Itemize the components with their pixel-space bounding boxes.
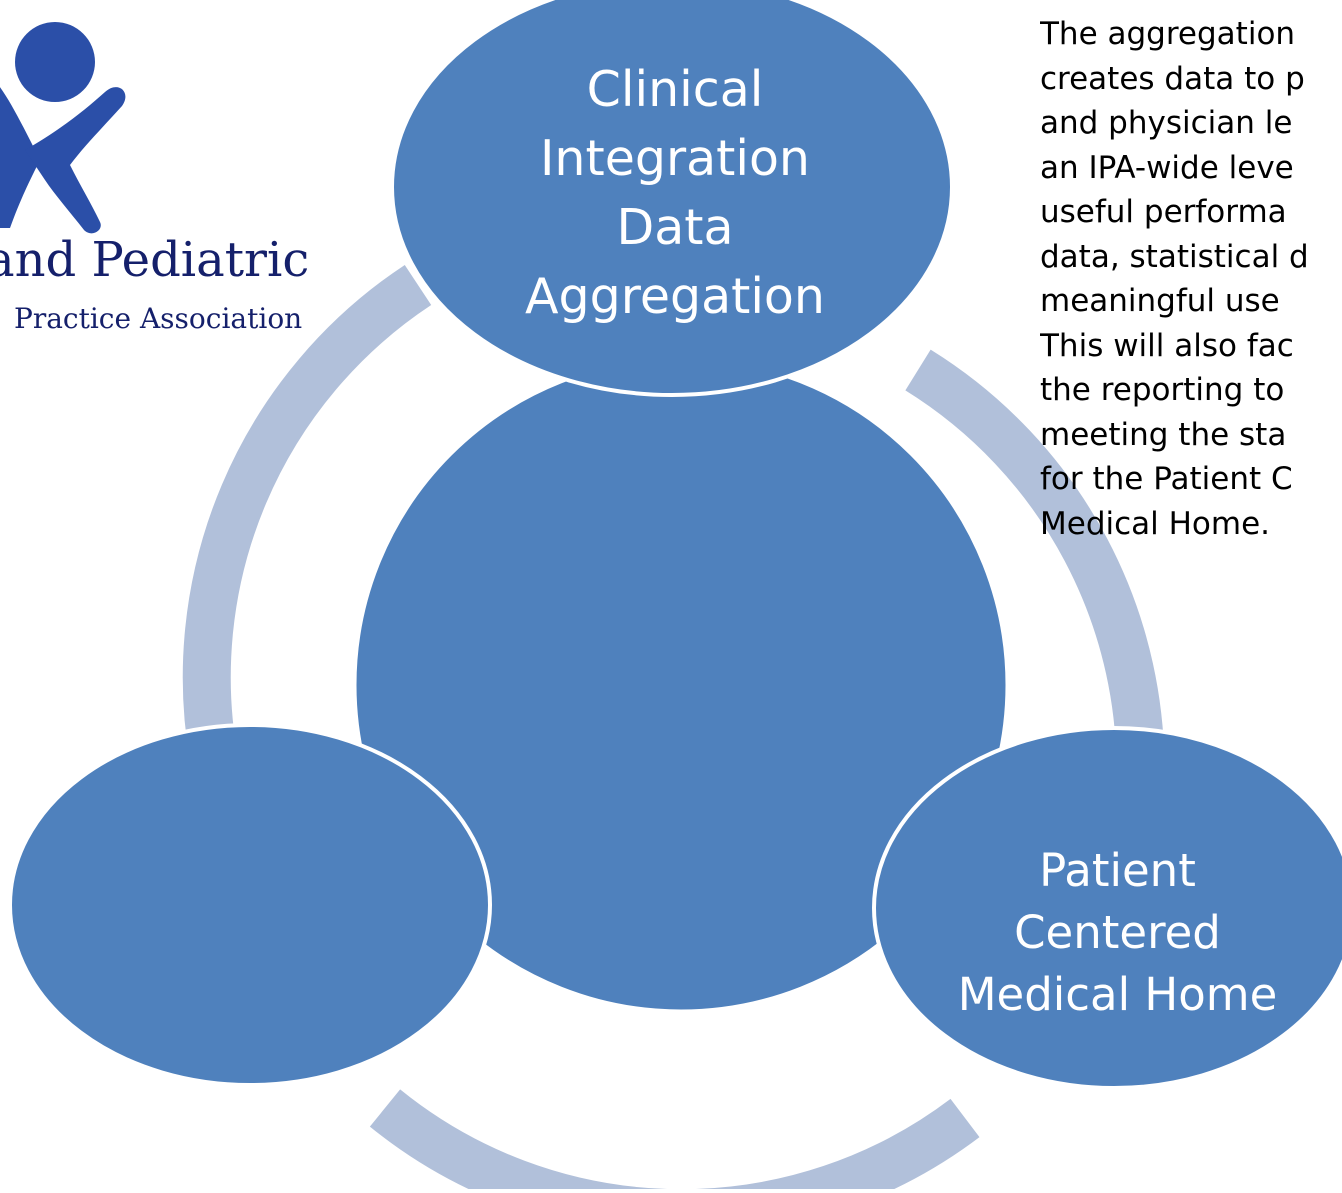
description-line: for the Patient C <box>1040 461 1293 497</box>
logo-figure-icon <box>0 22 126 234</box>
description-line: an IPA-wide leve <box>1040 149 1294 186</box>
node-top-line: Integration <box>539 130 810 187</box>
cycle-arc-left <box>182 264 432 770</box>
cycle-arc-bottom <box>369 1089 980 1193</box>
node-top-label: Clinical Integration Data Aggregation <box>470 55 880 331</box>
node-right <box>872 726 1342 1090</box>
description-line: Medical Home. <box>1040 505 1271 542</box>
node-top-line: Data <box>616 199 734 256</box>
description-line: This will also fac <box>1040 327 1294 364</box>
description-line: data, statistical d <box>1040 238 1309 275</box>
logo-text-secondary: Practice Association <box>14 302 303 335</box>
logo-text-primary: and Pediatric <box>0 232 310 288</box>
node-left <box>8 723 492 1087</box>
node-right-line: Centered <box>1014 906 1221 959</box>
description-line: useful performa <box>1040 194 1287 230</box>
description-line: and physician le <box>1040 105 1293 141</box>
node-top-line: Aggregation <box>525 268 825 325</box>
cycle-arc-right <box>905 349 1165 792</box>
node-right-label: Patient Centered Medical Home <box>915 840 1320 1026</box>
node-right-line: Patient <box>1039 844 1196 897</box>
description-line: meeting the sta <box>1040 416 1287 453</box>
node-right-line: Medical Home <box>957 968 1278 1021</box>
description-line: meaningful use <box>1040 283 1280 319</box>
node-top-line: Clinical <box>586 61 764 118</box>
description-line: The aggregation <box>1040 16 1296 52</box>
description-line: the reporting to <box>1040 372 1285 408</box>
node-top <box>390 0 954 397</box>
description-text: The aggregation creates data to p and ph… <box>1040 12 1342 546</box>
description-line: creates data to p <box>1040 60 1305 97</box>
